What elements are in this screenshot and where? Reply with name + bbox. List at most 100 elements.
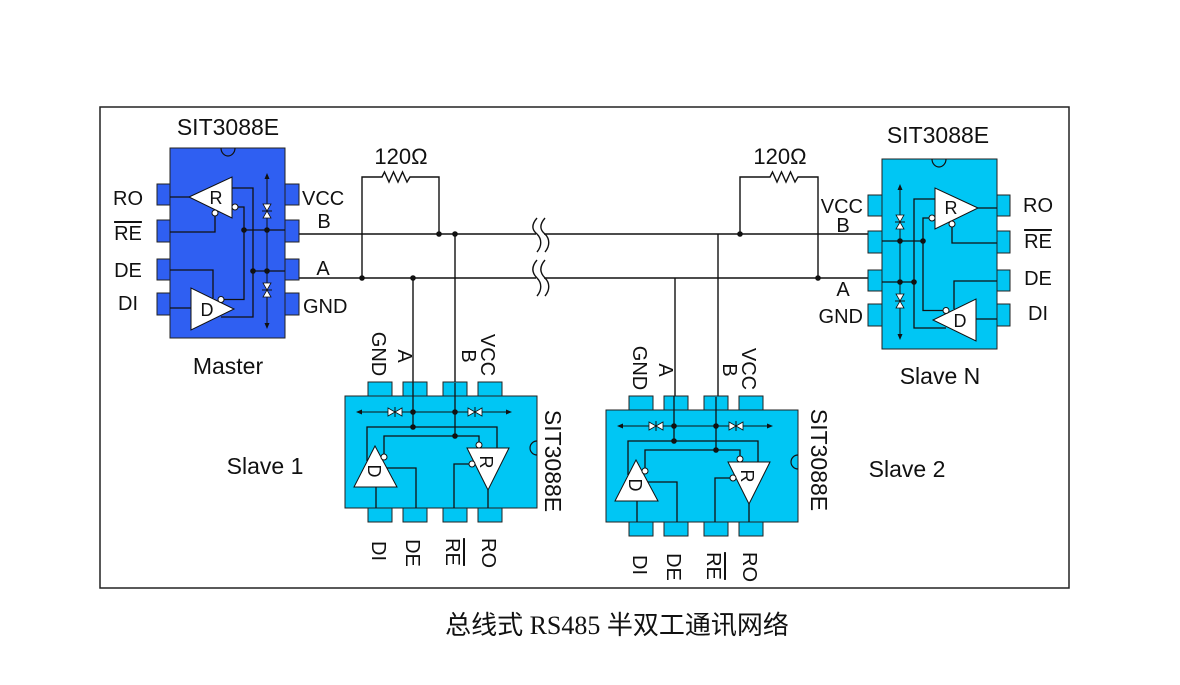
slave-1-chip: D R GND A B VCC DI DE RE RO bbox=[344, 332, 538, 568]
pin-label-a: A bbox=[316, 258, 330, 280]
inversion-bubble-icon bbox=[942, 307, 950, 314]
arrow-down-icon bbox=[897, 334, 903, 340]
junction-dot bbox=[815, 275, 821, 281]
pin bbox=[284, 292, 300, 316]
pin bbox=[867, 194, 883, 217]
pin bbox=[628, 395, 654, 411]
pin bbox=[156, 183, 171, 206]
pin bbox=[367, 507, 393, 523]
tvs-diode-icon bbox=[262, 203, 272, 219]
arrow-down-icon bbox=[264, 323, 270, 329]
termination-resistor-right bbox=[739, 170, 819, 278]
pin bbox=[663, 395, 689, 411]
pin bbox=[367, 381, 393, 397]
re-wire bbox=[453, 463, 469, 508]
arrow-right-icon bbox=[767, 423, 773, 429]
pin bbox=[402, 381, 428, 397]
inversion-bubble-icon bbox=[211, 209, 219, 217]
pin bbox=[738, 521, 764, 537]
pin-label-gnd: GND bbox=[367, 332, 389, 376]
inversion-bubble-icon bbox=[736, 455, 744, 463]
tvs-diode-icon bbox=[387, 407, 403, 417]
receiver-label: R bbox=[476, 456, 496, 469]
pin bbox=[996, 303, 1011, 327]
junction-dot bbox=[410, 409, 416, 415]
pin-label-re: RE bbox=[114, 223, 142, 245]
pin-label-ro: RO bbox=[113, 188, 143, 210]
pin-label-ro: RO bbox=[477, 538, 499, 568]
arrow-up-icon bbox=[264, 173, 270, 179]
pin-label-di: DI bbox=[628, 555, 650, 575]
master-labels: SIT3088E Master R D RO RE DE DI VCC B A … bbox=[113, 114, 347, 379]
driver-label: D bbox=[201, 300, 214, 320]
slave-n-role-label: Slave N bbox=[900, 363, 981, 389]
pin bbox=[477, 507, 503, 523]
junction-dot bbox=[671, 438, 677, 444]
a-net-wire bbox=[366, 426, 498, 461]
slave-n-labels: SIT3088E Slave N R D VCC B A GND RO RE D… bbox=[819, 122, 1053, 389]
pin-label-a: A bbox=[836, 279, 850, 301]
driver-triangle-icon bbox=[931, 298, 977, 342]
de-wire bbox=[387, 467, 417, 508]
pin-label-b: B bbox=[836, 215, 849, 237]
tvs-diode-icon bbox=[467, 407, 483, 417]
figure-frame bbox=[99, 106, 1070, 589]
junction-dot bbox=[671, 423, 677, 429]
inversion-bubble-icon bbox=[928, 214, 936, 222]
pin-label-a: A bbox=[393, 349, 415, 363]
inversion-bubble-icon bbox=[475, 441, 483, 449]
termination-resistor-left bbox=[361, 170, 440, 278]
pin bbox=[867, 230, 883, 254]
de-wire bbox=[648, 481, 678, 522]
junction-dot bbox=[911, 279, 917, 285]
b-net-wire bbox=[644, 449, 741, 468]
pin-label-b: B bbox=[718, 363, 740, 376]
pin-label-vcc: VCC bbox=[821, 196, 863, 218]
junction-dot bbox=[897, 279, 903, 285]
junction-dot bbox=[452, 231, 458, 237]
tvs-diode-icon bbox=[895, 293, 905, 309]
a-net-wire bbox=[627, 440, 759, 475]
resistor-value-label: 120Ω bbox=[753, 144, 806, 169]
pin-label-vcc: VCC bbox=[302, 188, 344, 210]
pin bbox=[402, 507, 428, 523]
driver-label: D bbox=[364, 465, 384, 478]
inversion-bubble-icon bbox=[380, 453, 388, 461]
driver-triangle-icon bbox=[614, 458, 659, 502]
inversion-bubble-icon bbox=[948, 220, 956, 228]
pin-label-de: DE bbox=[1024, 268, 1052, 290]
junction-dot bbox=[264, 227, 270, 233]
pin1-notch-icon bbox=[931, 158, 947, 168]
junction-dot bbox=[920, 238, 926, 244]
slave-n-part-number: SIT3088E bbox=[887, 122, 989, 148]
receiver-triangle-icon bbox=[187, 176, 233, 219]
pin-label-re: RE bbox=[1024, 231, 1052, 253]
slave-2-chip: D R GND A B VCC DI DE RE RO bbox=[605, 346, 799, 582]
junction-dot bbox=[250, 268, 256, 274]
inversion-bubble-icon bbox=[468, 460, 476, 468]
driver-label: D bbox=[954, 311, 967, 331]
receiver-label: R bbox=[737, 470, 757, 483]
pin-label-b: B bbox=[317, 211, 330, 233]
inversion-bubble-icon bbox=[641, 467, 649, 475]
pin bbox=[284, 183, 300, 206]
pin bbox=[156, 258, 171, 281]
pin-label-vcc: VCC bbox=[476, 334, 498, 376]
junction-dot bbox=[359, 275, 365, 281]
pin-label-re: RE bbox=[702, 552, 724, 580]
slave-1-role-label: Slave 1 bbox=[227, 453, 304, 479]
receiver-triangle-icon bbox=[934, 187, 980, 230]
line-break-icon bbox=[532, 217, 550, 253]
pin-label-ro: RO bbox=[738, 552, 760, 582]
receiver-triangle-icon bbox=[727, 461, 771, 506]
junction-dot bbox=[713, 447, 719, 453]
inversion-bubble-icon bbox=[729, 474, 737, 482]
pin bbox=[996, 230, 1011, 254]
tvs-diode-icon bbox=[262, 282, 272, 298]
pin bbox=[156, 292, 171, 316]
pin-label-di: DI bbox=[367, 541, 389, 561]
pin-label-di: DI bbox=[118, 293, 138, 315]
arrow-up-icon bbox=[897, 184, 903, 190]
re-wire bbox=[170, 216, 216, 233]
